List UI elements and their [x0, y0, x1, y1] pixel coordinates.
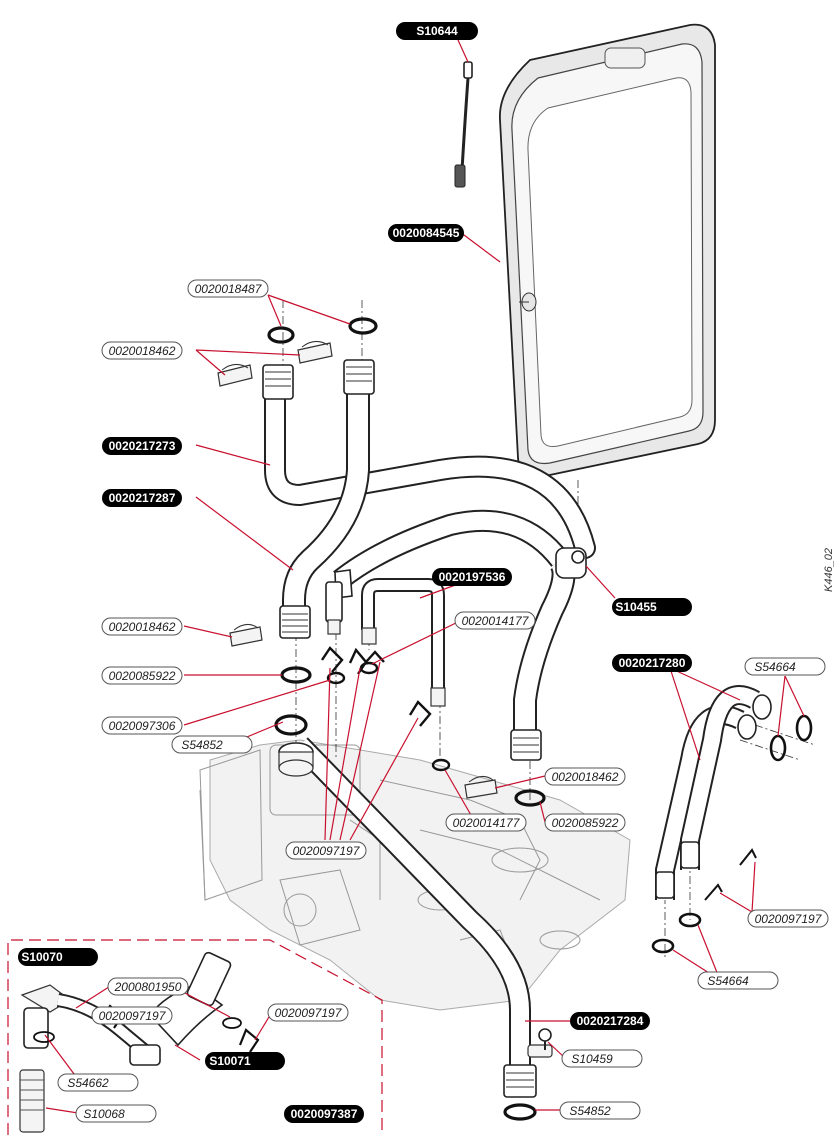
svg-text:0020197536: 0020197536: [439, 570, 506, 584]
svg-text:0020097387: 0020097387: [291, 1107, 358, 1121]
label-0020097306: 0020097306: [101, 716, 183, 735]
clips-0020018462: [217, 341, 498, 799]
label-0020217280: 0020217280: [612, 654, 692, 672]
label-s54664-b: S54664: [697, 971, 779, 990]
label-s10070: S10070: [18, 948, 98, 966]
label-0020097197-c: 0020097197: [91, 1006, 173, 1025]
nut-part: [278, 742, 314, 777]
svg-text:0020097197: 0020097197: [275, 1006, 343, 1020]
o-ring-s54852-bottom: [503, 1103, 537, 1121]
label-2000801950: 2000801950: [107, 977, 189, 996]
pressure-sensor-cable: [454, 61, 473, 188]
label-0020084545: 0020084545: [388, 224, 464, 242]
svg-text:S10455: S10455: [615, 600, 657, 614]
o-ring-s54664-c: [651, 938, 675, 954]
o-ring-0020018487-right: [348, 317, 378, 335]
drawing-reference: K446_02: [823, 548, 835, 592]
label-0020018462-b: 0020018462: [101, 617, 183, 636]
label-s10459: S10459: [561, 1049, 643, 1068]
o-ring-0020014177-bottom: [431, 758, 451, 772]
svg-text:0020097197: 0020097197: [99, 1009, 167, 1023]
svg-text:S54662: S54662: [67, 1076, 109, 1090]
label-0020018487: 0020018487: [187, 279, 269, 298]
label-0020097197-d: 0020097197: [267, 1003, 349, 1022]
label-s54664-a: S54664: [744, 657, 826, 676]
wire-clips-0020097197: [321, 646, 757, 901]
pipe-0020217287: [279, 385, 370, 639]
label-0020197536: 0020197536: [432, 568, 512, 586]
o-ring-s54664-a: [769, 734, 787, 762]
o-rings: [267, 317, 813, 1121]
label-0020085922-b: 0020085922: [544, 813, 626, 832]
expansion-vessel: [499, 23, 716, 478]
svg-text:0020085922: 0020085922: [109, 669, 176, 683]
label-0020014177-b: 0020014177: [445, 813, 527, 832]
label-0020018462-a: 0020018462: [101, 341, 183, 360]
small-elbow-connector: [325, 581, 343, 635]
svg-text:S10459: S10459: [571, 1052, 613, 1066]
o-ring-0020085922-right: [514, 789, 546, 807]
svg-text:0020018462: 0020018462: [552, 770, 619, 784]
o-ring-0020097306: [326, 671, 346, 685]
svg-text:0020217284: 0020217284: [577, 1014, 644, 1028]
label-s10644: S10644: [396, 22, 478, 40]
pipe-s10455: [333, 509, 587, 761]
pipe-0020217273: [264, 379, 596, 559]
pipe-0020217280: [655, 685, 772, 900]
pipe-top-connectors: [262, 359, 375, 400]
label-0020085922-a: 0020085922: [101, 666, 183, 685]
svg-text:0020084545: 0020084545: [393, 226, 460, 240]
kit-frame-0020097387: [7, 939, 383, 1135]
label-s10071: S10071: [205, 1052, 285, 1070]
svg-text:0020018462: 0020018462: [109, 620, 176, 634]
label-0020097197-b: 0020097197: [747, 909, 829, 928]
svg-text:0020018462: 0020018462: [109, 344, 176, 358]
label-s54852-a: S54852: [171, 735, 253, 754]
label-0020217284: 0020217284: [570, 1012, 650, 1030]
o-ring-s54664-b: [795, 714, 813, 742]
label-0020217287: 0020217287: [102, 489, 182, 507]
svg-text:S54664: S54664: [707, 974, 749, 988]
label-s10455: S10455: [612, 598, 692, 616]
svg-text:0020217280: 0020217280: [619, 656, 686, 670]
label-0020217273: 0020217273: [102, 437, 182, 455]
label-s10068: S10068: [75, 1104, 157, 1123]
svg-text:S54852: S54852: [181, 738, 223, 752]
o-ring-s54664-d: [678, 912, 702, 928]
label-0020014177-a: 0020014177: [454, 611, 536, 630]
svg-text:0020217287: 0020217287: [109, 491, 176, 505]
svg-text:0020097197: 0020097197: [755, 912, 823, 926]
label-0020097197-a: 0020097197: [285, 841, 367, 860]
svg-text:S54664: S54664: [754, 660, 796, 674]
svg-text:2000801950: 2000801950: [114, 980, 182, 994]
label-0020097387: 0020097387: [284, 1105, 364, 1123]
svg-text:0020097306: 0020097306: [109, 719, 176, 733]
svg-text:0020018487: 0020018487: [195, 282, 263, 296]
svg-text:0020014177: 0020014177: [453, 816, 521, 830]
label-s54852-b: S54852: [559, 1101, 641, 1120]
svg-text:S10071: S10071: [209, 1054, 251, 1068]
svg-text:0020217273: 0020217273: [109, 439, 176, 453]
svg-text:S10068: S10068: [83, 1107, 125, 1121]
svg-text:0020097197: 0020097197: [293, 844, 361, 858]
svg-text:S54852: S54852: [569, 1104, 611, 1118]
svg-text:0020085922: 0020085922: [552, 816, 619, 830]
pipe-0020217284: [292, 737, 553, 1098]
label-s54662: S54662: [57, 1073, 139, 1092]
svg-text:S10070: S10070: [21, 950, 63, 964]
label-0020018462-c: 0020018462: [544, 767, 626, 786]
o-ring-0020018487-left: [267, 326, 295, 344]
svg-text:S10644: S10644: [416, 24, 458, 38]
svg-text:0020014177: 0020014177: [462, 614, 530, 628]
o-ring-s54852-top: [274, 714, 308, 736]
